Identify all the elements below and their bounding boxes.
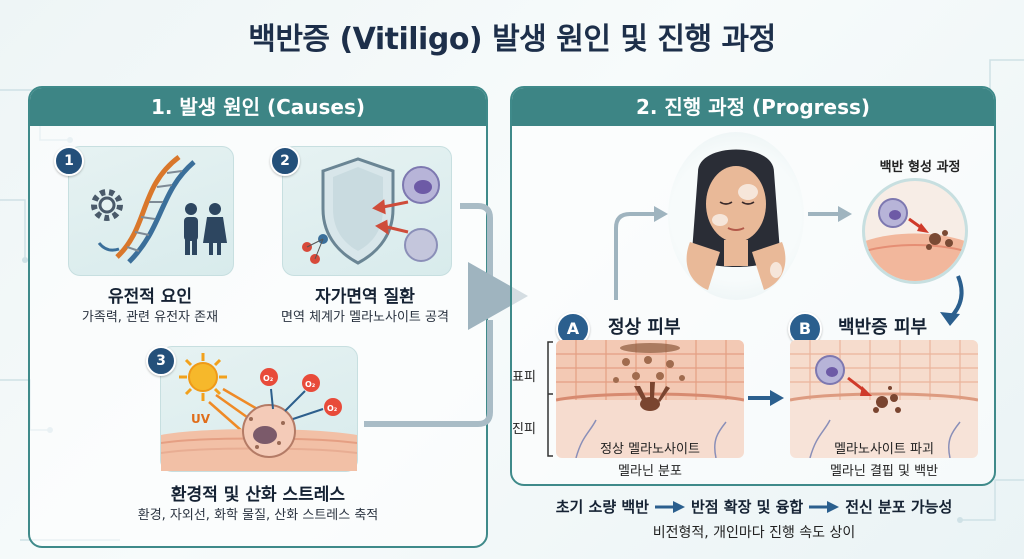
big-arrow-icon <box>468 262 528 330</box>
epidermis-label: 표피 <box>512 370 536 385</box>
progression-note: 비전형적, 개인마다 진행 속도 상이 <box>652 525 856 541</box>
attack-arrows-icon <box>372 199 409 236</box>
face-with-vitiligo-illustration <box>686 149 786 290</box>
stage-arrow-icon <box>809 500 840 513</box>
destroyed-melanocyte-icon <box>873 386 901 413</box>
environment-card: UV O₂ O₂ O₂ <box>160 346 358 472</box>
stage-1: 초기 소량 백반 <box>555 498 649 516</box>
stage-2: 반점 확장 및 융합 <box>690 498 804 516</box>
svg-text:O₂: O₂ <box>305 380 316 389</box>
vitiligo-skin-section <box>790 340 978 458</box>
causes-header: 1. 발생 원인 (Causes) <box>30 88 486 126</box>
uv-label: UV <box>191 412 211 426</box>
autoimmune-card <box>282 146 452 276</box>
cause-sub-genetic: 가족력, 관련 유전자 존재 <box>81 310 219 325</box>
formation-label: 백반 형성 과정 <box>879 160 961 175</box>
immune-cell-icon <box>402 166 440 262</box>
dermis-label: 진피 <box>512 422 536 437</box>
svg-text:O₂: O₂ <box>327 404 338 413</box>
genetic-card <box>68 146 234 276</box>
cause-sub-environment: 환경, 자외선, 화학 물질, 산화 스트레스 축적 <box>137 508 379 523</box>
normal-skin-title: 정상 피부 <box>608 317 681 338</box>
environment-illustration: UV O₂ O₂ O₂ <box>160 353 358 471</box>
damaged-cell-icon <box>242 404 296 458</box>
autoimmune-illustration <box>302 157 440 265</box>
stage-arrow-icon <box>654 500 685 513</box>
normal-to-vitiligo-arrow <box>770 390 784 406</box>
oxygen-radical-icon: O₂ O₂ O₂ <box>260 368 342 420</box>
melanin-granules <box>613 356 685 383</box>
normal-caption: 멜라닌 분포 <box>618 464 682 479</box>
melanocyte-fragment-icon <box>926 230 953 250</box>
normal-melanocyte-icon <box>634 382 670 411</box>
normal-melanocyte-label: 정상 멜라노사이트 <box>600 442 700 457</box>
vitiligo-melanocyte-label: 멜라노사이트 파괴 <box>834 442 934 457</box>
normal-skin-illustration <box>556 340 744 458</box>
vitiligo-skin-title: 백반증 피부 <box>838 317 928 338</box>
sun-icon <box>179 353 227 401</box>
cause-badge-3: 3 <box>146 346 176 376</box>
melanocyte-destruction-zoom <box>865 198 965 281</box>
stage-3: 전신 분포 가능성 <box>845 498 953 516</box>
normal-skin-section <box>556 340 744 458</box>
dna-family-illustration <box>91 155 227 264</box>
cause-badge-2: 2 <box>270 146 300 176</box>
gear-icon <box>91 189 123 221</box>
face-card <box>668 132 804 300</box>
cause-badge-1: 1 <box>54 146 84 176</box>
page-title: 백반증 (Vitiligo) 발생 원인 및 진행 과정 <box>248 22 776 57</box>
cause-title-autoimmune: 자가면역 질환 <box>315 287 415 307</box>
arrow-icon <box>97 242 120 252</box>
cause-sub-autoimmune: 면역 체계가 멜라노사이트 공격 <box>281 310 449 325</box>
family-icon <box>184 203 227 255</box>
vitiligo-caption: 멜라닌 결핍 및 백반 <box>829 464 939 479</box>
progress-header: 2. 진행 과정 (Progress) <box>512 88 994 126</box>
cause-title-genetic: 유전적 요인 <box>107 287 193 307</box>
layer-bracket <box>547 341 553 457</box>
hands <box>686 242 786 290</box>
progression-stages: 초기 소량 백반 반점 확장 및 융합 전신 분포 가능성 <box>514 496 994 517</box>
vitiligo-skin-illustration <box>790 340 978 458</box>
molecule-icon <box>302 234 328 264</box>
svg-text:O₂: O₂ <box>263 374 274 383</box>
formation-zoom <box>862 178 968 284</box>
dna-icon <box>115 155 196 264</box>
cause-title-environment: 환경적 및 산화 스트레스 <box>170 485 346 505</box>
